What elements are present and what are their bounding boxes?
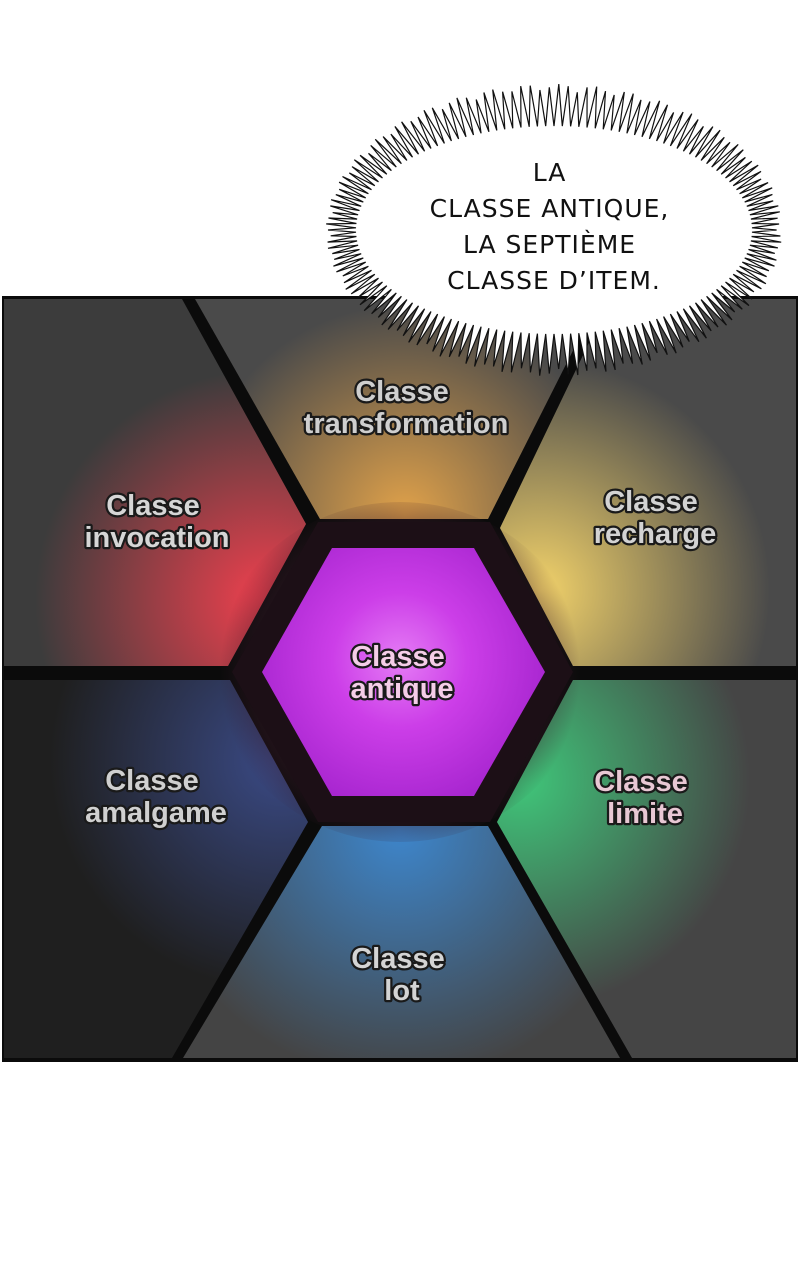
segment-recharge-label: Classe recharge xyxy=(594,486,717,550)
segment-limite xyxy=(497,680,796,1058)
segment-limite-label: Classe limite xyxy=(594,766,696,830)
segment-transformation-label: Classe transformation xyxy=(304,376,509,440)
segment-amalgame xyxy=(4,680,308,1058)
segment-lot-label: Classe lot xyxy=(351,943,453,1007)
segment-invocation-label: Classe invocation xyxy=(84,490,229,554)
segment-recharge xyxy=(500,299,796,666)
segment-lot xyxy=(183,826,620,1058)
speech-bubble-body xyxy=(362,132,746,328)
center-hexagon xyxy=(262,548,545,796)
speech-bubble-text: LA CLASSE ANTIQUE, LA SEPTIÈME CLASSE D’… xyxy=(430,158,679,295)
speech-bubble: LA CLASSE ANTIQUE, LA SEPTIÈME CLASSE D’… xyxy=(326,84,782,376)
center-label: Classe antique xyxy=(350,641,453,705)
segment-amalgame-label: Classe amalgame xyxy=(85,765,227,829)
segment-invocation xyxy=(4,299,306,666)
